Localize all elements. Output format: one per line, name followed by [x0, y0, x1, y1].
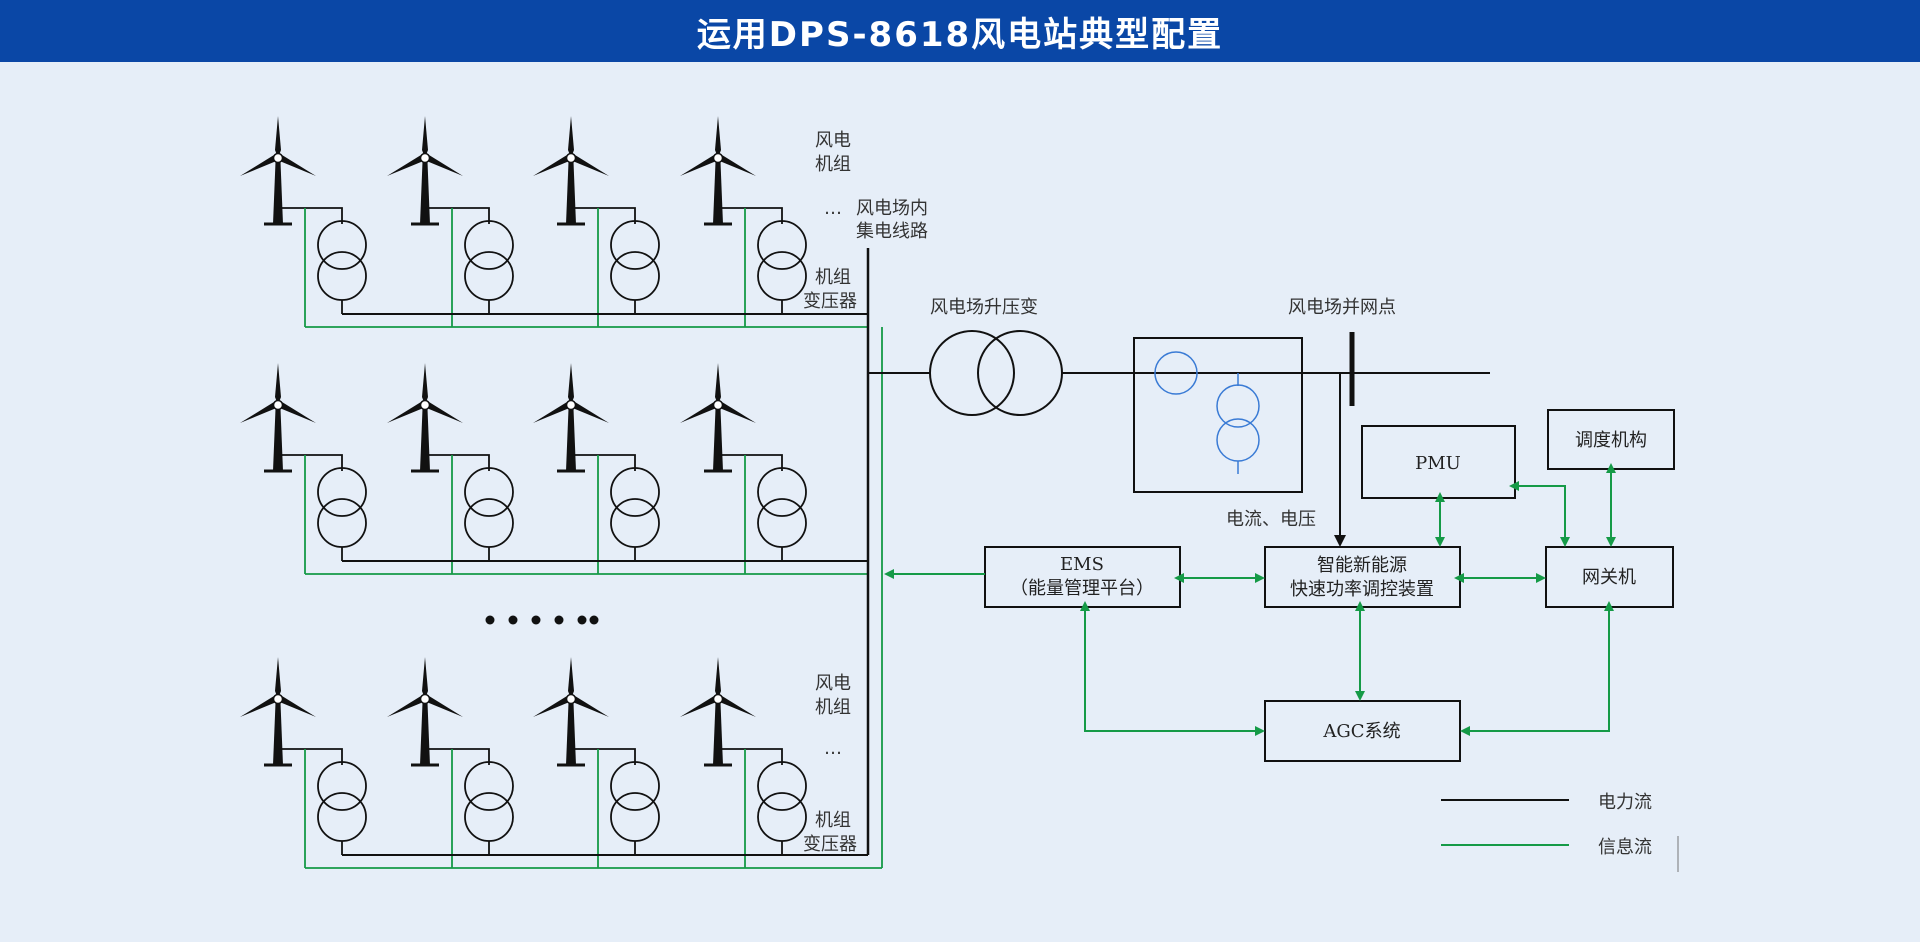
- fast-power-box: 智能新能源 快速功率调控装置: [1264, 546, 1461, 608]
- unit-transformer: [757, 467, 807, 548]
- group-ellipsis-dots: [485, 615, 587, 625]
- ems-sublabel: （能量管理平台）: [1010, 578, 1154, 599]
- station-transformer: [1216, 384, 1260, 462]
- unit-transformer: [610, 220, 660, 301]
- gateway-label: 网关机: [1582, 567, 1636, 588]
- arrow-pmu-gateway: [1509, 481, 1570, 547]
- page-title: 运用DPS-8618风电站典型配置: [696, 14, 1224, 55]
- gateway-box: 网关机: [1545, 546, 1674, 608]
- pmu-box: PMU: [1361, 425, 1516, 499]
- label-turbine-top-1: 风电: [815, 130, 851, 151]
- label-unit-tx-bottom-1: 机组: [815, 810, 851, 831]
- ems-box: EMS （能量管理平台）: [984, 546, 1181, 608]
- unit-transformer: [757, 761, 807, 842]
- wind-turbine-icon: [240, 116, 316, 226]
- label-turbine-top-2: 机组: [815, 154, 851, 175]
- turbine-feeder: [718, 207, 783, 224]
- label-unit-tx-top-2: 变压器: [803, 291, 857, 312]
- turbine-feeder: [278, 748, 343, 765]
- pmu-label: PMU: [1415, 453, 1461, 474]
- wind-turbine-icon: [680, 657, 756, 767]
- unit-transformer: [610, 467, 660, 548]
- unit-transformer: [464, 761, 514, 842]
- unit-transformer: [464, 220, 514, 301]
- label-ellipsis-top: …: [824, 198, 842, 219]
- ems-label: EMS: [1060, 554, 1104, 575]
- step-up-transformer: [929, 330, 1063, 416]
- label-ellipsis-bottom: …: [824, 738, 842, 759]
- turbine-feeder: [571, 748, 636, 765]
- wind-turbine-icon: [533, 657, 609, 767]
- diagram-labels: 风电 机组 … 风电场内 集电线路 机组 变压器 风电场升压变 风电场并网点 电…: [803, 130, 1396, 855]
- unit-transformer: [610, 761, 660, 842]
- label-collector-line-2: 集电线路: [856, 221, 928, 242]
- label-current-voltage: 电流、电压: [1226, 509, 1316, 530]
- arrow-gateway-agc: [1460, 601, 1614, 736]
- ct-circle: [1154, 351, 1198, 395]
- unit-transformer: [464, 467, 514, 548]
- unit-transformer: [317, 467, 367, 548]
- label-step-up-transformer: 风电场升压变: [930, 297, 1038, 318]
- turbine-feeder: [718, 748, 783, 765]
- turbine-feeder: [278, 454, 343, 471]
- label-unit-tx-bottom-2: 变压器: [803, 834, 857, 855]
- legend-power-label: 电力流: [1598, 792, 1652, 813]
- label-unit-tx-top-1: 机组: [815, 267, 851, 288]
- turbine-group: [240, 116, 868, 328]
- turbine-feeder: [571, 207, 636, 224]
- dispatch-box: 调度机构: [1547, 409, 1675, 470]
- substation-box: [1133, 337, 1303, 493]
- unit-transformer: [757, 220, 807, 301]
- turbine-groups: [240, 116, 883, 869]
- legend: 电力流 信息流: [1441, 792, 1679, 872]
- agc-label: AGC系统: [1322, 721, 1400, 742]
- unit-transformer: [317, 761, 367, 842]
- title-bar: 运用DPS-8618风电站典型配置: [0, 0, 1920, 62]
- legend-info-label: 信息流: [1598, 837, 1652, 858]
- turbine-feeder: [425, 748, 490, 765]
- turbine-group: [240, 363, 868, 575]
- label-turbine-bottom-1: 风电: [815, 673, 851, 694]
- turbine-feeder: [425, 454, 490, 471]
- turbine-feeder: [278, 207, 343, 224]
- turbine-group: [240, 657, 882, 869]
- wind-turbine-icon: [387, 363, 463, 473]
- arrow-ems-agc: [1080, 601, 1265, 736]
- turbine-feeder: [718, 454, 783, 471]
- fast-power-label: 智能新能源: [1317, 555, 1407, 576]
- turbine-feeder: [425, 207, 490, 224]
- label-turbine-bottom-2: 机组: [815, 697, 851, 718]
- fast-power-sublabel: 快速功率调控装置: [1290, 579, 1434, 600]
- label-collector-line-1: 风电场内: [856, 198, 928, 219]
- agc-box: AGC系统: [1264, 700, 1461, 762]
- wind-turbine-icon: [533, 363, 609, 473]
- info-flow-arrows: [884, 463, 1616, 736]
- turbine-feeder: [571, 454, 636, 471]
- dispatch-label: 调度机构: [1575, 430, 1647, 451]
- label-grid-point: 风电场并网点: [1288, 297, 1396, 318]
- group-ellipsis-dot-last: [589, 615, 599, 625]
- unit-transformer: [317, 220, 367, 301]
